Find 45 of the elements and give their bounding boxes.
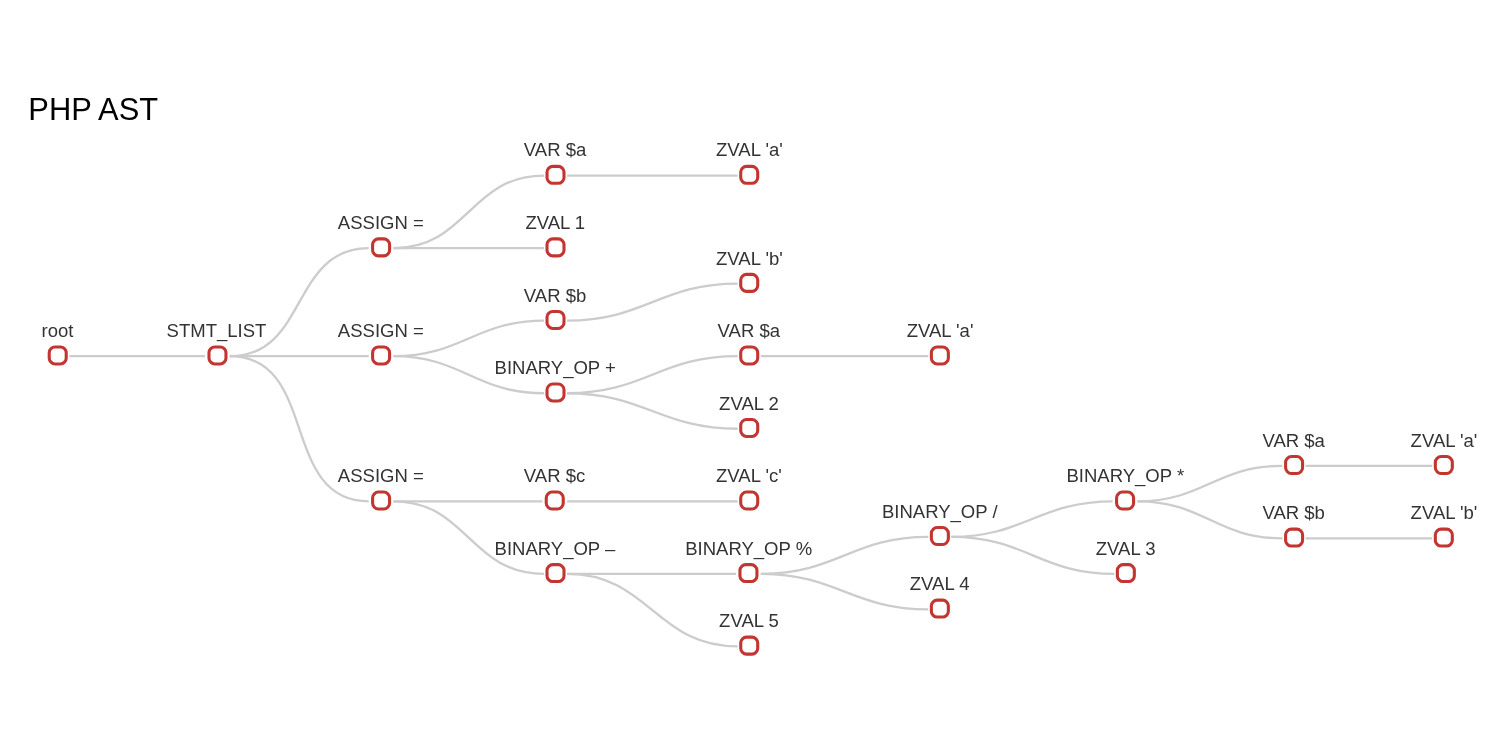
node-label: ZVAL 'b': [1410, 502, 1478, 524]
node-label: BINARY_OP *: [1066, 465, 1185, 487]
connector: [760, 355, 929, 358]
node-label: ASSIGN =: [337, 320, 424, 342]
node-label: VAR $b: [1262, 502, 1325, 524]
node-label: ZVAL 'c': [716, 465, 782, 487]
node-label: ZVAL 'a': [716, 139, 783, 161]
node-label: VAR $c: [523, 465, 586, 487]
node-label: VAR $a: [717, 320, 781, 342]
node-label: STMT_LIST: [166, 320, 267, 342]
node-label: BINARY_OP %: [685, 537, 813, 559]
connector: [567, 572, 738, 648]
node-label: ZVAL 2: [719, 392, 779, 414]
node-label: BINARY_OP –: [494, 537, 616, 559]
connector: [567, 174, 738, 177]
connector: [760, 572, 929, 611]
connector: [567, 392, 738, 430]
node-label: BINARY_OP +: [494, 357, 616, 379]
node-label: ZVAL 'a': [906, 320, 974, 342]
node-label: VAR $a: [523, 139, 587, 161]
connector: [393, 174, 545, 250]
node-label: ZVAL 'b': [716, 247, 783, 269]
connector: [229, 355, 369, 503]
node-label: ZVAL 'a': [1410, 429, 1478, 451]
node-label: VAR $a: [1262, 429, 1325, 451]
node-label: ZVAL 1: [525, 212, 586, 234]
connector: [567, 500, 738, 503]
node-label: VAR $b: [523, 284, 587, 306]
node-label: ZVAL 3: [1095, 537, 1156, 559]
node-label: ASSIGN =: [337, 212, 424, 234]
connector: [1305, 464, 1433, 467]
connector: [951, 535, 1115, 575]
connector: [393, 500, 545, 575]
node-label: root: [41, 320, 74, 342]
node-label: BINARY_OP /: [881, 500, 998, 522]
connector: [69, 355, 206, 358]
node-label: ASSIGN =: [337, 465, 424, 487]
connector: [1137, 500, 1283, 540]
node-label: ZVAL 4: [909, 573, 970, 595]
connector: [567, 282, 738, 322]
node-label: ZVAL 5: [719, 610, 779, 632]
connector: [1305, 537, 1433, 540]
diagram-title: PHP AST: [28, 92, 159, 128]
connector: [393, 247, 544, 250]
connector: [393, 355, 544, 395]
